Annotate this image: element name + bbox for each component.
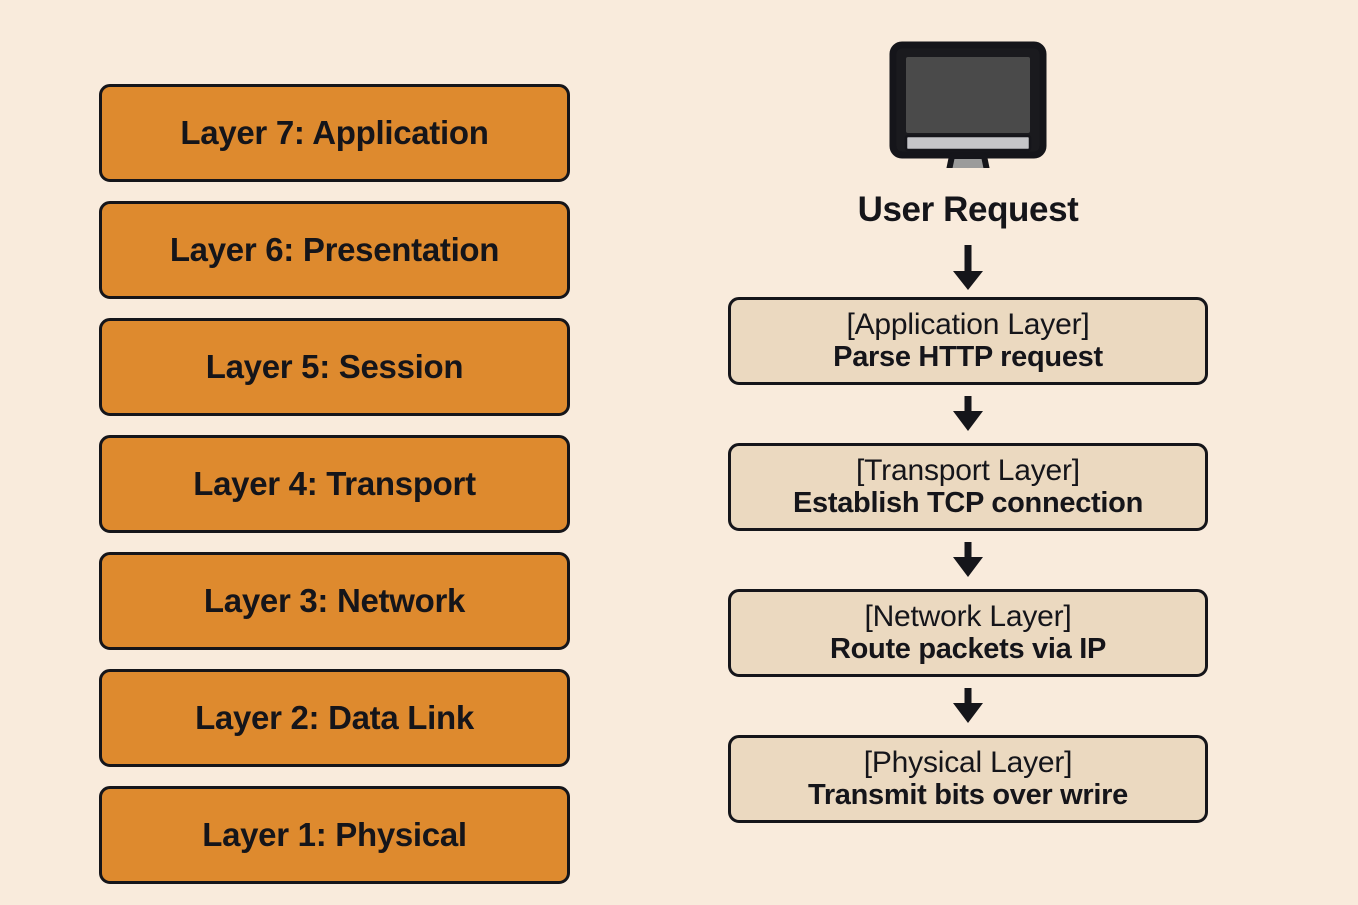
flow-step-application: [Application Layer] Parse HTTP request	[728, 297, 1208, 385]
flow-step-list: [Application Layer] Parse HTTP request […	[728, 297, 1208, 823]
request-flow-column: User Request [Application Layer] Parse H…	[728, 40, 1208, 870]
flow-step-description: Establish TCP connection	[793, 486, 1143, 519]
flow-step-title: [Physical Layer]	[863, 746, 1073, 780]
entry-arrow	[728, 245, 1208, 291]
osi-layer-box-5: Layer 5: Session	[99, 318, 570, 416]
flow-step-description: Parse HTTP request	[833, 340, 1103, 373]
flow-step-network: [Network Layer] Route packets via IP	[728, 589, 1208, 677]
flow-step-description: Transmit bits over wrire	[808, 778, 1128, 811]
desktop-monitor-icon	[889, 41, 1047, 168]
flow-step-description: Route packets via IP	[829, 632, 1107, 665]
flow-connector-arrow	[728, 385, 1208, 443]
osi-layer-label: Layer 7: Application	[180, 114, 489, 151]
flow-step-title: [Network Layer]	[864, 600, 1072, 634]
osi-layer-label: Layer 5: Session	[205, 348, 464, 385]
user-request-caption: User Request	[857, 190, 1079, 229]
osi-layer-label: Layer 6: Presentation	[169, 231, 500, 268]
osi-layer-box-1: Layer 1: Physical	[99, 786, 570, 884]
flow-step-physical: [Physical Layer] Transmit bits over wrir…	[728, 735, 1208, 823]
osi-layer-box-7: Layer 7: Application	[99, 84, 570, 182]
down-arrow-icon	[953, 688, 983, 723]
osi-layer-box-6: Layer 6: Presentation	[99, 201, 570, 299]
user-device-graphic	[728, 40, 1208, 168]
flow-connector-arrow	[728, 677, 1208, 735]
osi-layer-label: Layer 4: Transport	[193, 465, 476, 502]
flow-step-title: [Transport Layer]	[856, 454, 1080, 488]
flow-step-transport: [Transport Layer] Establish TCP connecti…	[728, 443, 1208, 531]
osi-layer-box-4: Layer 4: Transport	[99, 435, 570, 533]
down-arrow-icon	[953, 542, 983, 577]
flow-connector-arrow	[728, 531, 1208, 589]
down-arrow-icon	[953, 245, 983, 290]
osi-layer-box-3: Layer 3: Network	[99, 552, 570, 650]
osi-layer-box-2: Layer 2: Data Link	[99, 669, 570, 767]
osi-layer-stack: Layer 7: Application Layer 6: Presentati…	[99, 84, 570, 884]
osi-layer-label: Layer 3: Network	[203, 582, 466, 619]
osi-layer-label: Layer 2: Data Link	[195, 699, 474, 736]
osi-layer-label: Layer 1: Physical	[202, 816, 467, 853]
down-arrow-icon	[953, 396, 983, 431]
flow-step-title: [Application Layer]	[846, 308, 1090, 342]
